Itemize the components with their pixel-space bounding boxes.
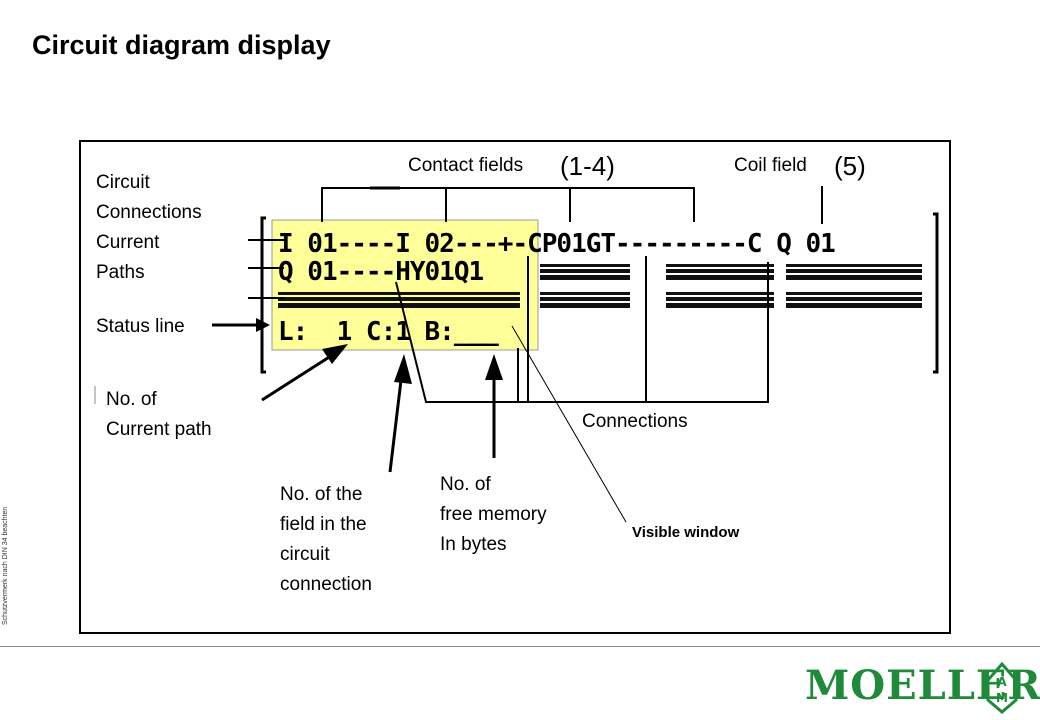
label-line: Paths xyxy=(96,262,145,283)
label-no-memory: No. of free memory In bytes xyxy=(440,470,547,560)
status-line-arrowhead xyxy=(256,318,270,332)
label-line: Current path xyxy=(106,419,212,440)
free-memory-arrowhead xyxy=(485,354,503,380)
lcd-status-line: L: 1 C:1 B:___ xyxy=(278,317,499,347)
side-note: Schutzvermerk nach DIN 34 beachten xyxy=(2,506,9,625)
page-title: Circuit diagram display xyxy=(32,30,331,60)
label-no-current-path: No. of Current path xyxy=(106,385,212,445)
bottom-divider xyxy=(0,646,1040,647)
label-circuit-connections: Circuit Connections Current Paths xyxy=(96,168,202,288)
label-no-field: No. of the field in the circuit connecti… xyxy=(280,480,372,600)
connections-bracket xyxy=(395,262,769,403)
lcd-left-bracket xyxy=(260,216,266,374)
label-line: No. of the xyxy=(280,484,363,505)
label-connections: Connections xyxy=(582,411,688,432)
diagram-frame xyxy=(79,140,951,634)
moeller-logo-text: MOELLER xyxy=(805,662,1040,709)
lcd-right-bracket xyxy=(933,212,939,374)
lcd-row-2: Q 01----HY01Q1 xyxy=(278,257,483,287)
label-contact-range: (1-4) xyxy=(560,151,615,181)
lcd-row-1: I 01----I 02---+-CP01GT---------C Q 01 xyxy=(278,229,835,259)
visible-window-highlight xyxy=(271,219,539,351)
contact-fields-bracket xyxy=(321,187,695,222)
label-line: Current xyxy=(96,232,160,253)
label-line: circuit xyxy=(280,544,330,565)
label-line: No. of xyxy=(106,389,157,410)
label-coil-num: (5) xyxy=(834,151,866,181)
field-number-arrowhead xyxy=(394,354,412,384)
label-visible-window: Visible window xyxy=(632,524,740,541)
label-coil-field: Coil field xyxy=(734,155,807,176)
label-line: field in the xyxy=(280,514,367,535)
label-status-line: Status line xyxy=(96,316,185,337)
visible-window-pointer xyxy=(511,325,627,523)
current-path-arrowhead xyxy=(322,344,348,364)
label-line: Circuit xyxy=(96,172,150,193)
label-line: No. of xyxy=(440,474,491,495)
label-line: Connections xyxy=(96,202,202,223)
label-line: connection xyxy=(280,574,372,595)
label-contact-fields: Contact fields xyxy=(408,155,524,176)
label-line: In bytes xyxy=(440,534,507,555)
label-line: free memory xyxy=(440,504,547,525)
